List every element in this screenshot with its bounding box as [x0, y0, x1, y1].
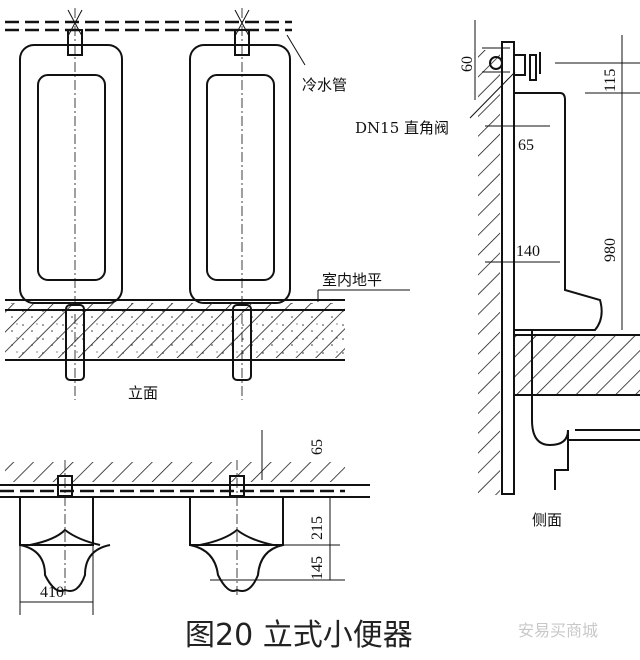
- urinal-plan-right: [189, 460, 284, 595]
- wall: [501, 41, 515, 495]
- side-view-label: 侧面: [532, 511, 562, 529]
- angle-valve-label: DN15 直角阀: [355, 119, 449, 137]
- cold-water-pipe-label: 冷水管: [302, 76, 347, 94]
- pipe-section-icon: [489, 56, 503, 70]
- plan-view: 65 215 145 410: [0, 430, 370, 615]
- front-elevation: 冷水管 室内地平 立面: [5, 8, 410, 402]
- urinal-plan-left: [19, 460, 111, 595]
- dim-140: 140: [516, 243, 540, 260]
- watermark: 安易买商城: [518, 621, 598, 640]
- floor-slab: [5, 299, 345, 381]
- dim-60: 60: [459, 56, 476, 72]
- side-view: 60 115 980 65 140 DN15 直角阀 侧面: [355, 20, 640, 529]
- dim-410: 410: [40, 584, 64, 601]
- dim-145: 145: [309, 556, 326, 580]
- dim-65-plan: 65: [309, 439, 326, 455]
- dim-115: 115: [602, 69, 619, 92]
- indoor-floor-label: 室内地平: [322, 271, 382, 289]
- dim-215: 215: [309, 516, 326, 540]
- drain-trap: [531, 330, 640, 490]
- angle-valve-icon: [515, 52, 541, 81]
- front-view-label: 立面: [128, 384, 158, 402]
- figure-caption: 图20 立式小便器: [185, 618, 413, 653]
- urinal-side-body: [515, 92, 603, 331]
- dim-980: 980: [602, 238, 619, 262]
- dim-65-side: 65: [518, 137, 534, 154]
